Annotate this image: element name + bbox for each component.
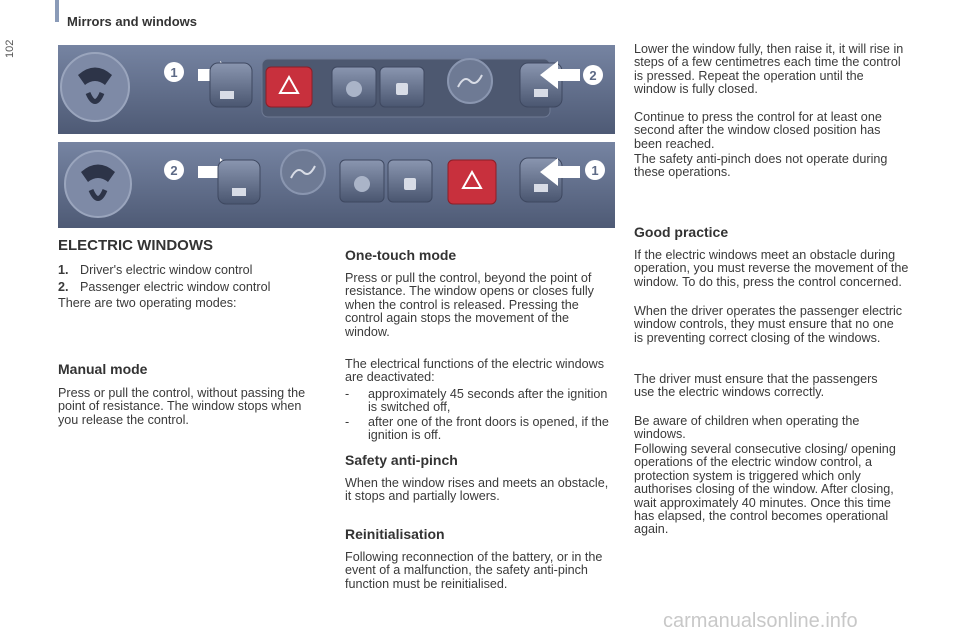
list-item: 1. Driver's electric window control xyxy=(58,263,253,277)
page-number: 102 xyxy=(4,39,16,58)
good-practice-heading: Good practice xyxy=(634,224,729,240)
center-switch-panel xyxy=(261,58,551,118)
driver-window-switch xyxy=(209,62,253,108)
anti-pinch-text: When the window rises and meets an obsta… xyxy=(345,476,609,504)
list-item: - approximately 45 seconds after the ign… xyxy=(345,387,620,415)
passenger-window-switch xyxy=(217,159,261,205)
one-touch-heading: One-touch mode xyxy=(345,247,457,263)
list-item-number: 1. xyxy=(58,263,69,277)
modes-intro: There are two operating modes: xyxy=(58,296,237,310)
electric-windows-title: ELECTRIC WINDOWS xyxy=(58,237,213,254)
section-title: Mirrors and windows xyxy=(67,14,198,29)
callout-2-marker: 2 xyxy=(583,65,603,85)
callout-2-label: 2 xyxy=(589,68,596,83)
callout-2-label: 2 xyxy=(170,163,177,178)
reinitialisation-text: Following reconnection of the battery, o… xyxy=(345,550,603,591)
reinit-step-1: Lower the window fully, then raise it, i… xyxy=(634,42,904,97)
list-dash: - xyxy=(345,415,350,429)
list-item-number: 2. xyxy=(58,280,69,294)
one-touch-text: Press or pull the control, beyond the po… xyxy=(345,271,594,339)
reinit-step-3: The safety anti-pinch does not operate d… xyxy=(634,152,888,180)
callout-1-label: 1 xyxy=(170,65,177,80)
good-practice-p2: When the driver operates the passenger e… xyxy=(634,304,903,345)
manual-mode-heading: Manual mode xyxy=(58,361,148,377)
list-item-text: approximately 45 seconds after the ignit… xyxy=(368,387,608,415)
list-item: - after one of the front doors is opened… xyxy=(345,415,620,443)
callout-1-label: 1 xyxy=(591,163,598,178)
list-item-text: after one of the front doors is opened, … xyxy=(368,415,609,443)
good-practice-p5: Following several consecutive closing/ o… xyxy=(634,442,896,537)
good-practice-p1: If the electric windows meet an obstacle… xyxy=(634,248,909,289)
sidebar-accent-line xyxy=(55,0,59,22)
list-item-text: Passenger electric window control xyxy=(80,280,271,294)
list-item: 2. Passenger electric window control xyxy=(58,280,271,294)
figure-panel-driver: 1 2 xyxy=(58,45,615,134)
good-practice-p4: Be aware of children when operating the … xyxy=(634,414,860,442)
arrow-left-icon xyxy=(540,61,580,89)
callout-2-marker: 2 xyxy=(164,160,184,180)
deactivated-intro: The electrical functions of the electric… xyxy=(345,357,604,385)
manual-mode-text: Press or pull the control, without passi… xyxy=(58,386,306,427)
callout-1-marker: 1 xyxy=(585,160,605,180)
arrow-left-icon xyxy=(540,158,580,186)
steering-circle-icon xyxy=(64,150,132,218)
reinitialisation-heading: Reinitialisation xyxy=(345,526,445,542)
center-switch-panel xyxy=(280,149,497,205)
list-dash: - xyxy=(345,387,350,401)
callout-1-marker: 1 xyxy=(164,62,184,82)
good-practice-p3: The driver must ensure that the passenge… xyxy=(634,372,878,400)
list-item-text: Driver's electric window control xyxy=(80,263,253,277)
steering-circle-icon xyxy=(60,52,130,122)
figure-panel-passenger: 2 1 xyxy=(58,142,615,228)
reinit-step-2: Continue to press the control for at lea… xyxy=(634,110,882,151)
watermark: carmanualsonline.info xyxy=(663,610,858,632)
anti-pinch-heading: Safety anti-pinch xyxy=(345,452,458,468)
